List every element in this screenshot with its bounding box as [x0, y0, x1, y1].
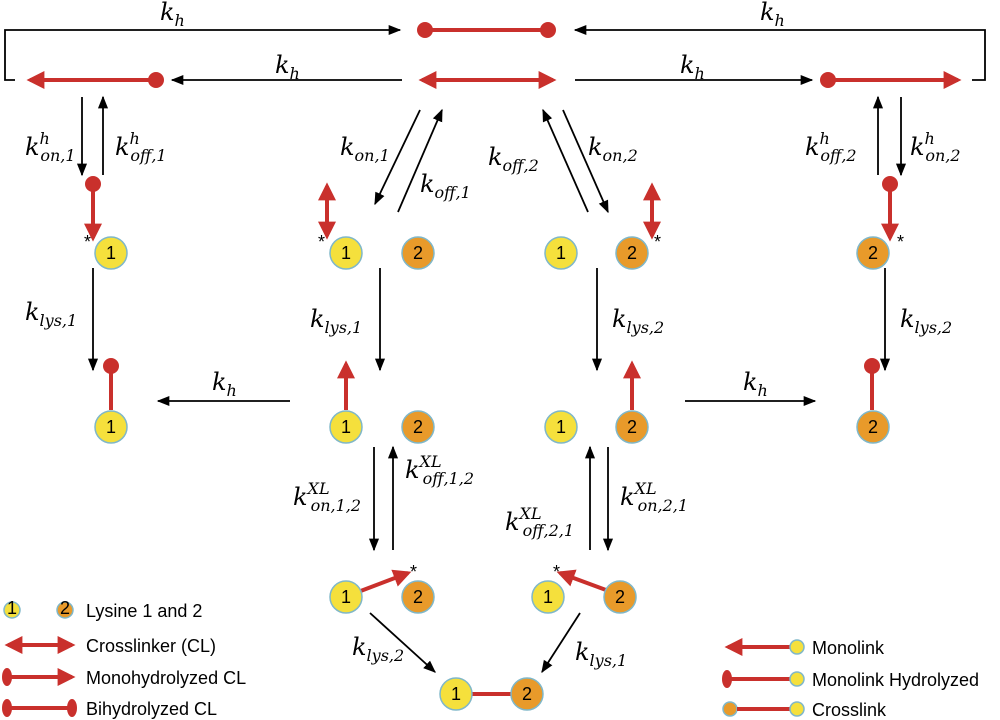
- lysine-number: 2: [522, 684, 532, 704]
- lysine-number: 2: [627, 243, 637, 263]
- lysine-2: 2: [603, 580, 637, 614]
- monohydrolyzed-on-lys2: [881, 176, 899, 242]
- rate-label-kh: kh: [760, 0, 785, 30]
- asterisk-marker: *: [318, 232, 325, 252]
- legend-lysine1-number: 1: [7, 598, 17, 618]
- rate-label-kh: kh: [743, 368, 768, 400]
- rate-label-kh: kh: [680, 51, 705, 83]
- legend-monolink-label: Monolink: [812, 638, 885, 658]
- asterisk-marker: *: [654, 232, 661, 252]
- arrow-kon1: [374, 109, 421, 206]
- rate-label-koff1: koff,1: [420, 170, 471, 202]
- lysine-number: 1: [106, 417, 116, 437]
- legend-monolink-hydrolyzed-label: Monolink Hydrolyzed: [812, 670, 979, 690]
- bihydrolyzed-cl-top: [417, 22, 556, 38]
- arrow-koff2: [542, 108, 589, 213]
- arrow-klys2-bottom: [369, 612, 436, 673]
- lysine-number: 1: [106, 243, 116, 263]
- lysine-2: 2: [856, 236, 890, 270]
- lysine-number: 1: [341, 587, 351, 607]
- lysine-1: 1: [94, 236, 128, 270]
- legend-bihydrolyzed-label: Bihydrolyzed CL: [86, 699, 217, 719]
- lysine-number: 1: [556, 243, 566, 263]
- monolink-hydrolyzed-lys1: [103, 358, 119, 410]
- lysine-number: 2: [413, 587, 423, 607]
- lysine-number: 1: [556, 417, 566, 437]
- rate-label-klys1: klys,1: [310, 305, 362, 337]
- monolink-hydrolyzed-lys2: [864, 358, 880, 410]
- lysine-1: 1: [544, 410, 578, 444]
- lysine-1: 1: [329, 410, 363, 444]
- rate-label-klys2: klys,2: [352, 633, 404, 665]
- asterisk-marker: *: [410, 562, 417, 582]
- legend-monohydrolyzed-label: Monohydrolyzed CL: [86, 668, 246, 688]
- rate-label-klys1: klys,1: [575, 638, 627, 670]
- arrow-koff1: [397, 108, 443, 213]
- lysine-number: 1: [341, 243, 351, 263]
- rate-label-kon2: kon,2: [588, 133, 638, 165]
- lysine-number: 2: [413, 417, 423, 437]
- crosslinker-bridge-2-1: [556, 569, 607, 592]
- rate-label-klys2: klys,2: [900, 305, 952, 337]
- legend-lysine2-number: 2: [60, 598, 70, 618]
- crosslinker-bridge-1-2: [357, 569, 412, 594]
- monohydrolyzed-cl-right: [820, 71, 962, 89]
- legend-left: 1 2 Lysine 1 and 2 Crosslinker (CL) Mono…: [2, 598, 246, 719]
- legend-crosslink-label: Crosslink: [812, 700, 887, 720]
- lysine-1: 1: [531, 580, 565, 614]
- arrow-kh-left-bracket: [4, 24, 402, 81]
- lysine-2: 2: [401, 580, 435, 614]
- rate-label-kh: kh: [212, 368, 237, 400]
- lysine-number: 2: [868, 417, 878, 437]
- lysine-2: 2: [401, 410, 435, 444]
- arrow-kon2: [562, 109, 609, 214]
- rate-label-kon1: kon,1: [340, 133, 390, 165]
- lysine-number: 1: [341, 417, 351, 437]
- lysine-1: 1: [329, 580, 363, 614]
- lysine-2: 2: [401, 236, 435, 270]
- monohydrolyzed-on-lys1: [84, 176, 102, 242]
- arrow-kh-right-bracket: [573, 24, 986, 81]
- rate-label-koff2: koff,2: [488, 143, 539, 175]
- legend-lysine-label: Lysine 1 and 2: [86, 601, 202, 621]
- asterisk-marker: *: [897, 232, 904, 252]
- lysine-2: 2: [510, 677, 544, 711]
- rate-label-kh: kh: [160, 0, 185, 30]
- monohydrolyzed-cl-left: [26, 71, 164, 89]
- lysine-number: 2: [868, 243, 878, 263]
- lysine-number: 1: [543, 587, 553, 607]
- lysine-2: 2: [856, 410, 890, 444]
- legend-right: Monolink Monolink Hydrolyzed Crosslink: [722, 638, 979, 720]
- lysine-number: 2: [615, 587, 625, 607]
- lysine-2: 2: [615, 236, 649, 270]
- rate-label-kh: kh: [275, 51, 300, 83]
- legend-crosslinker-label: Crosslinker (CL): [86, 636, 216, 656]
- lysine-1: 1: [544, 236, 578, 270]
- rate-label-klys1: klys,1: [25, 298, 77, 330]
- asterisk-marker: *: [553, 562, 560, 582]
- arrow-klys1-bottom: [541, 612, 581, 674]
- lysine-1: 1: [439, 677, 473, 711]
- lysine-1: 1: [94, 410, 128, 444]
- rate-label-klys2: klys,2: [612, 305, 664, 337]
- lysine-number: 2: [413, 243, 423, 263]
- lysine-number: 2: [627, 417, 637, 437]
- asterisk-marker: *: [84, 232, 91, 252]
- lysine-2: 2: [615, 410, 649, 444]
- lysine-1: 1: [329, 236, 363, 270]
- lysine-number: 1: [451, 684, 461, 704]
